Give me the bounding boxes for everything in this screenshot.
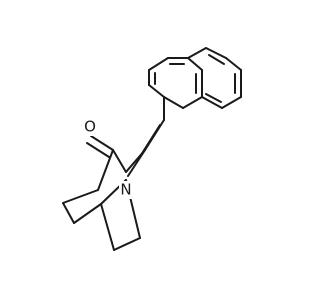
bond (62, 189, 99, 204)
bond (205, 47, 227, 59)
naphthalene-ring-b (148, 57, 203, 109)
nitrogen-label: N (120, 181, 131, 199)
naphthalene-ring-a (187, 47, 242, 109)
bond (182, 96, 203, 109)
bond (187, 47, 207, 59)
bond (86, 142, 110, 158)
bond (62, 202, 75, 224)
bond (221, 96, 242, 109)
bond (97, 149, 114, 191)
bond (113, 237, 141, 251)
oxygen-label: O (84, 118, 96, 136)
bond (73, 203, 102, 224)
bond (90, 135, 114, 151)
bond (112, 149, 127, 173)
bond (201, 96, 223, 109)
bond (187, 57, 203, 71)
atom-label-o: O (83, 118, 99, 136)
bond (148, 84, 165, 98)
molecule-canvas: O N (62, 47, 242, 251)
bond (163, 96, 184, 109)
bond (148, 57, 169, 71)
bond (225, 57, 242, 71)
bond (127, 149, 146, 177)
bond (100, 203, 115, 251)
bond (205, 93, 222, 103)
molecule-diagram: O N (62, 47, 242, 251)
bond (208, 54, 225, 65)
atom-label-n: N (119, 181, 134, 199)
